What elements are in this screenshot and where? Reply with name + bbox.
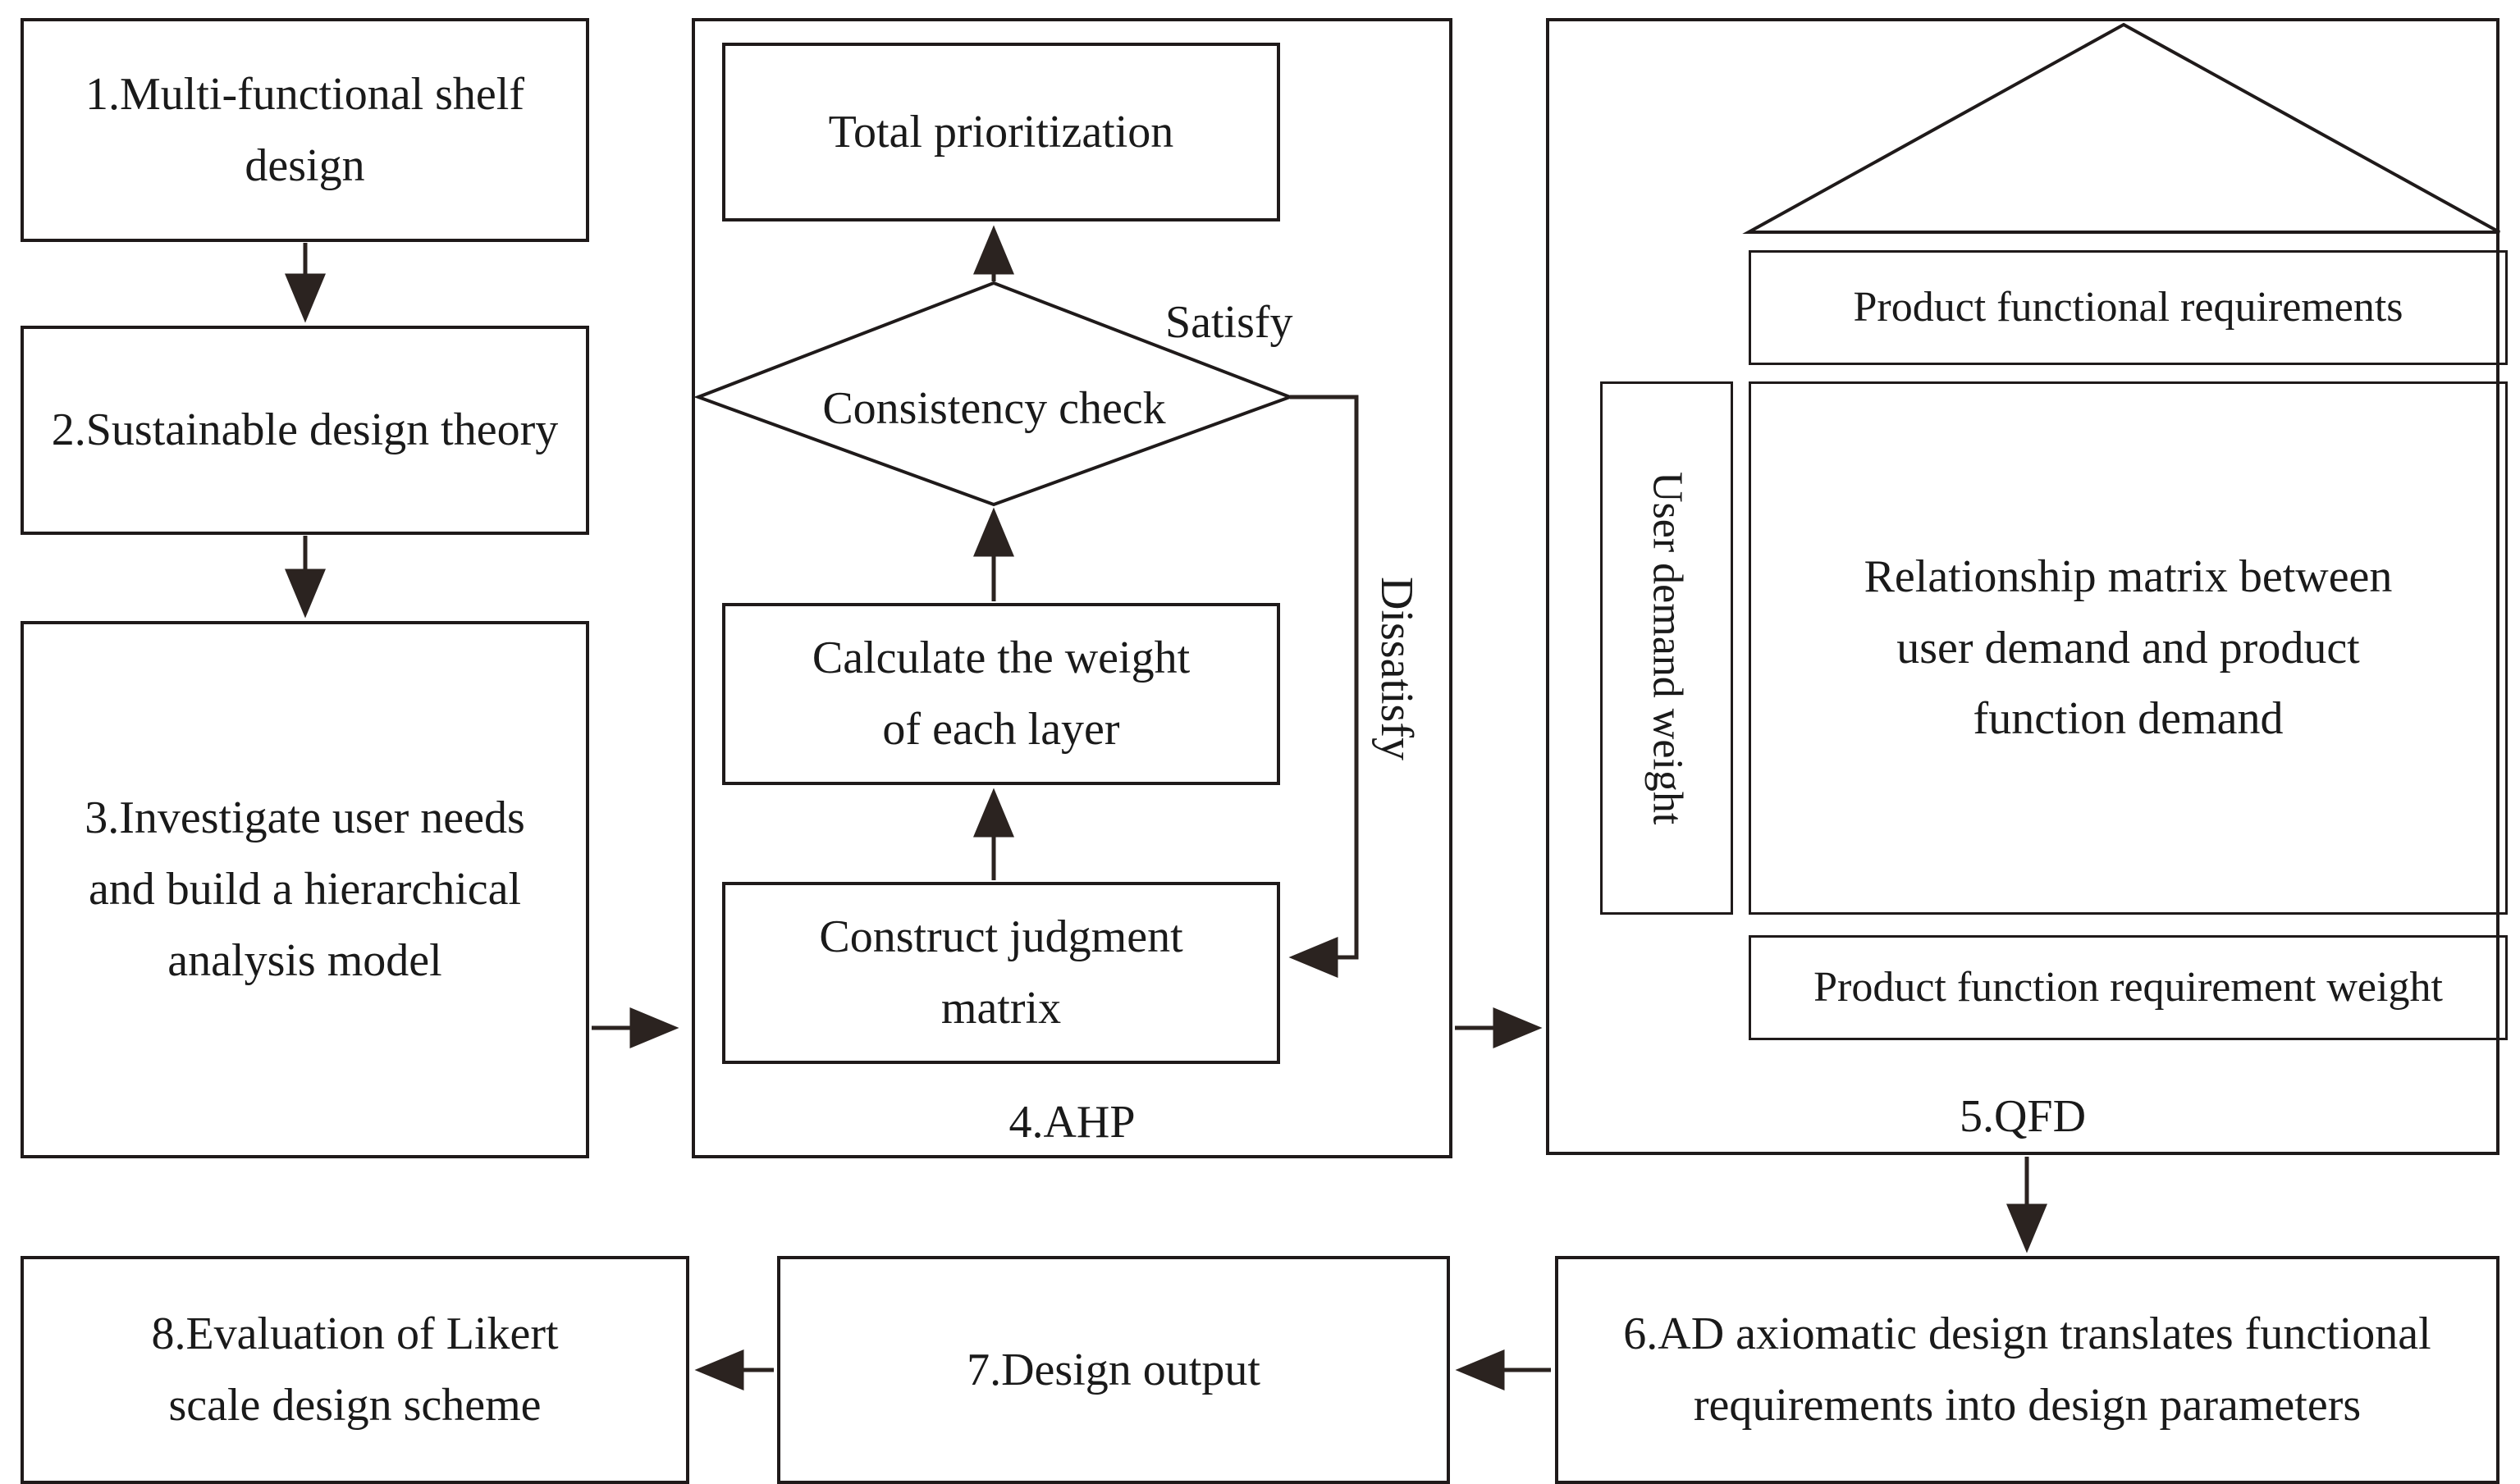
group-ahp-label: 4.AHP — [1008, 1097, 1136, 1148]
group-ahp-container — [692, 18, 1452, 1158]
node-step6-ad-axiomatic-design[interactable]: 6.AD axiomatic design translates functio… — [1555, 1256, 2499, 1484]
node-construct-matrix-label: Construct judgment matrix — [819, 911, 1183, 1034]
node-user-demand-weight-label: User demand weight — [1644, 471, 1691, 825]
branch-label-dissatisfy: Dissatisfy — [1371, 546, 1422, 792]
node-step7-design-output[interactable]: 7.Design output — [777, 1256, 1450, 1484]
node-user-demand-weight-labelwrap: User demand weight — [1603, 384, 1731, 912]
branch-label-dissatisfy-text: Dissatisfy — [1371, 577, 1422, 760]
node-step1-label: 1.Multi-functional shelf design — [85, 68, 524, 191]
node-step2-label: 2.Sustainable design theory — [51, 404, 559, 456]
node-step6-label: 6.AD axiomatic design translates functio… — [1623, 1308, 2431, 1431]
node-relationship-matrix[interactable]: Relationship matrix between user demand … — [1749, 381, 2508, 915]
node-total-prioritization[interactable]: Total prioritization — [722, 43, 1280, 221]
node-step8-label: 8.Evaluation of Likert scale design sche… — [151, 1308, 559, 1431]
node-step7-label: 7.Design output — [967, 1344, 1260, 1395]
node-step1-multifunctional-shelf-design[interactable]: 1.Multi-functional shelf design — [21, 18, 589, 242]
node-product-function-requirement-weight-label: Product function requirement weight — [1813, 963, 2443, 1011]
node-product-function-requirement-weight[interactable]: Product function requirement weight — [1749, 935, 2508, 1040]
group-qfd-label: 5.QFD — [1959, 1091, 2087, 1142]
node-step3-label: 3.Investigate user needs and build a hie… — [85, 792, 525, 986]
node-product-functional-requirements[interactable]: Product functional requirements — [1749, 250, 2508, 365]
node-product-functional-requirements-label: Product functional requirements — [1853, 283, 2403, 331]
node-step3-investigate-user-needs[interactable]: 3.Investigate user needs and build a hie… — [21, 621, 589, 1158]
node-step8-evaluation-likert-scale[interactable]: 8.Evaluation of Likert scale design sche… — [21, 1256, 689, 1484]
qfd-roof-triangle-icon — [1746, 25, 2501, 234]
branch-label-satisfy: Satisfy — [1165, 297, 1293, 348]
node-user-demand-weight[interactable]: User demand weight — [1600, 381, 1733, 915]
node-calculate-weight-label: Calculate the weight of each layer — [812, 632, 1191, 755]
node-total-prioritization-label: Total prioritization — [828, 106, 1174, 158]
node-calculate-weight-each-layer[interactable]: Calculate the weight of each layer — [722, 603, 1280, 785]
node-consistency-check-label: Consistency check — [822, 383, 1166, 434]
node-relationship-matrix-label: Relationship matrix between user demand … — [1864, 550, 2393, 745]
group-qfd-container — [1546, 18, 2499, 1155]
node-step2-sustainable-design-theory[interactable]: 2.Sustainable design theory — [21, 326, 589, 535]
node-construct-judgment-matrix[interactable]: Construct judgment matrix — [722, 882, 1280, 1064]
